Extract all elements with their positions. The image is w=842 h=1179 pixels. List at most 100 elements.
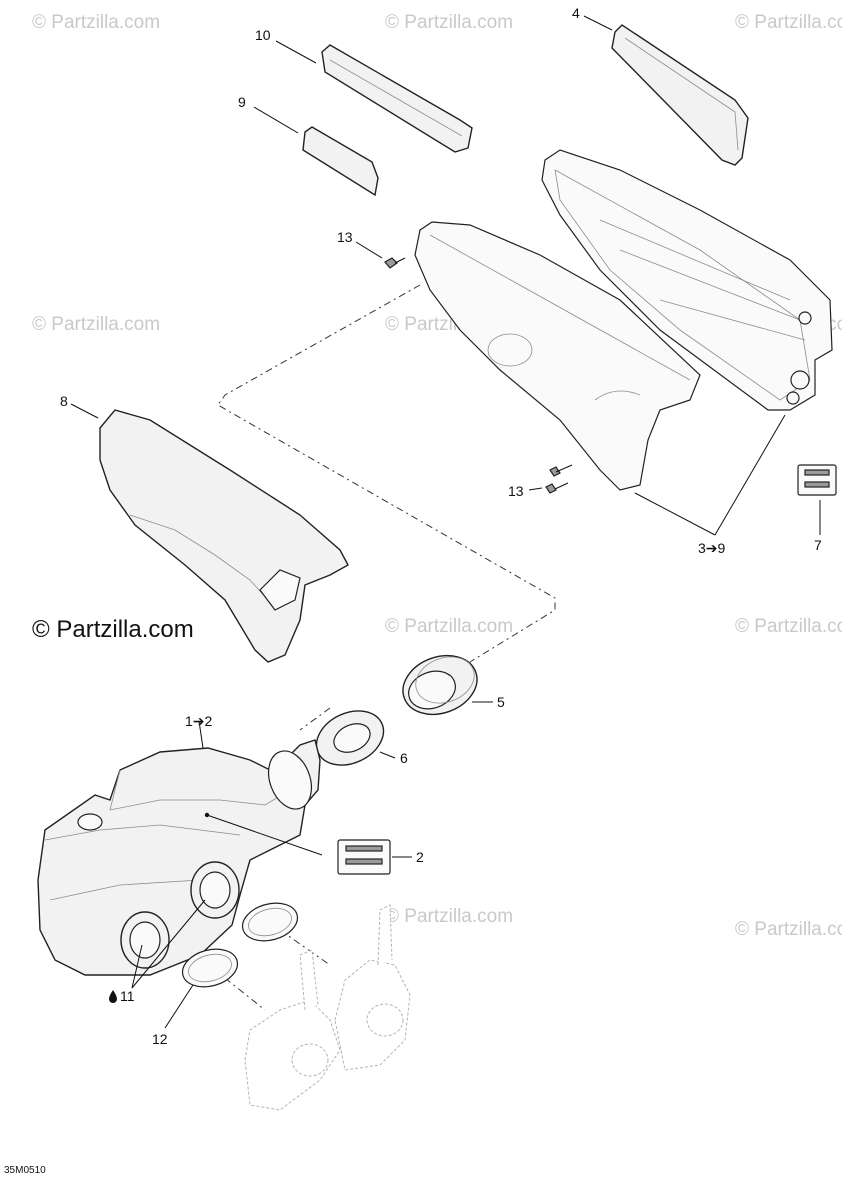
- decal-7-band-2: [804, 481, 830, 488]
- leader-9: [253, 106, 299, 134]
- leader-13-top: [355, 241, 383, 259]
- leader-6: [379, 751, 396, 759]
- airbox-base-rib-3: [659, 299, 806, 341]
- decal-2-shape: [337, 839, 391, 875]
- assembly-guides: [217, 284, 556, 1011]
- callout-7: 7: [814, 537, 822, 553]
- airbox-cover-boss: [487, 333, 533, 367]
- carburetors-reference: [244, 904, 411, 1111]
- part-9-foam-pad[interactable]: [302, 126, 379, 197]
- part-12-clamps[interactable]: [178, 897, 301, 992]
- airbox-base-rib-1: [599, 219, 791, 301]
- decal-2-band-2: [345, 858, 383, 865]
- clamp-12-lower: [181, 948, 239, 988]
- part-3-airbox-base[interactable]: [541, 149, 833, 411]
- leader-3-to-9-cover: [634, 492, 716, 536]
- callout-3-to-9: 3➔9: [698, 540, 726, 556]
- callout-9: 9: [238, 94, 246, 110]
- leader-1-to-2-body: [206, 814, 323, 856]
- foam-strip-4-edge: [624, 37, 739, 151]
- airbox-base-inner: [554, 169, 811, 401]
- screw-13-bottom-head-1: [545, 483, 557, 494]
- part-7-decal[interactable]: [797, 464, 837, 496]
- leader-13-bottom: [528, 487, 543, 491]
- airbox-cover-hump: [594, 390, 641, 401]
- part-4-foam-strip[interactable]: [611, 24, 749, 166]
- watermarks: © Partzilla.com © Partzilla.com © Partzi…: [32, 12, 842, 940]
- airbox-base-mount-2: [786, 391, 800, 405]
- leader-8: [70, 403, 99, 419]
- leader-10: [275, 40, 317, 64]
- leader-11-left: [131, 944, 143, 989]
- part-13-screw-top[interactable]: [384, 257, 406, 269]
- carburetor-left-body: [244, 999, 341, 1111]
- watermark-mid-left: © Partzilla.com: [32, 314, 160, 335]
- callout-1-to-2: 1➔2: [185, 713, 213, 729]
- screw-13-bottom-shaft-1: [555, 464, 573, 473]
- part-8-top-cover[interactable]: [99, 409, 349, 663]
- screw-13-bottom-head-2: [549, 466, 561, 477]
- watermark-top-left: © Partzilla.com: [32, 12, 160, 33]
- airbox-cover-rim: [429, 234, 691, 381]
- leader-3-to-9-base: [714, 414, 786, 536]
- carburetor-left-cable: [299, 949, 319, 1011]
- airbox-body-crease-2: [44, 824, 241, 841]
- airbox-outlet-right-bore: [199, 871, 231, 909]
- top-cover-lip: [129, 514, 269, 601]
- leader-4: [583, 15, 613, 31]
- decal-7-band-1: [804, 469, 830, 476]
- airbox-body-shape: [37, 739, 321, 976]
- clamp-12-upper-inner: [248, 907, 292, 937]
- part-13-screws-bottom[interactable]: [545, 464, 573, 494]
- part-6-seal-ring[interactable]: [308, 701, 393, 776]
- airbox-outlet-left-bore: [129, 921, 161, 959]
- guide-cover-to-intake: [217, 284, 556, 663]
- callout-10: 10: [255, 27, 271, 43]
- guide-clamp-to-carb-1: [224, 977, 266, 1011]
- watermark-top-center: © Partzilla.com: [385, 12, 513, 33]
- callout-labels: 10 9 4 13 8 13 3➔9 7 5 1➔2 6 2 11 12 35M…: [4, 5, 822, 1176]
- callout-13-top: 13: [337, 229, 353, 245]
- callout-12: 12: [152, 1031, 168, 1047]
- airbox-base-outer: [541, 149, 833, 411]
- decal-2-band-1: [345, 845, 383, 852]
- screw-13-top-head: [384, 257, 398, 269]
- watermark-low-center: © Partzilla.com: [385, 906, 513, 927]
- watermark-center-right: © Partzilla.com: [735, 616, 842, 637]
- watermark-low-right: © Partzilla.com: [735, 919, 842, 940]
- callout-11: 11: [120, 988, 135, 1004]
- foam-strip-10-edge: [329, 59, 463, 137]
- foam-pad-9-shape: [302, 126, 379, 197]
- part-1-airbox-body[interactable]: [37, 739, 321, 976]
- leader-11-right: [131, 899, 206, 989]
- leader-1-to-2: [198, 720, 204, 749]
- airbox-body-crease-3: [49, 879, 201, 901]
- airbox-base-mount-3: [798, 311, 812, 325]
- callout-6: 6: [400, 750, 408, 766]
- leader-lines: [70, 15, 821, 1029]
- clamp-12-lower-inner: [188, 953, 232, 983]
- part-5-intake-adapter[interactable]: [395, 646, 486, 725]
- part-3-airbox-cover[interactable]: [414, 221, 701, 491]
- part-10-foam-strip[interactable]: [321, 44, 473, 153]
- watermark-top-right: © Partzilla.com: [735, 12, 842, 33]
- callout-13-bottom: 13: [508, 483, 524, 499]
- carburetor-right-bore: [366, 1003, 404, 1037]
- screw-13-top-shaft: [394, 257, 406, 264]
- watermark-center: © Partzilla.com: [385, 616, 513, 637]
- diagram-code: 35M0510: [4, 1165, 46, 1176]
- carburetor-right-cable: [377, 904, 393, 966]
- drop-icon: [109, 990, 117, 1003]
- clamp-12-upper: [241, 902, 299, 942]
- airbox-base-mount-1: [790, 370, 810, 390]
- airbox-boot-flange: [267, 750, 313, 810]
- foam-strip-4-shape: [611, 24, 749, 166]
- airbox-body-port: [77, 813, 103, 831]
- callout-2: 2: [416, 849, 424, 865]
- part-2-decal[interactable]: [337, 839, 391, 875]
- callout-5: 5: [497, 694, 505, 710]
- screw-13-bottom-shaft-2: [554, 482, 569, 490]
- watermark-prominent: © Partzilla.com: [32, 616, 194, 643]
- top-cover-vent: [259, 569, 301, 611]
